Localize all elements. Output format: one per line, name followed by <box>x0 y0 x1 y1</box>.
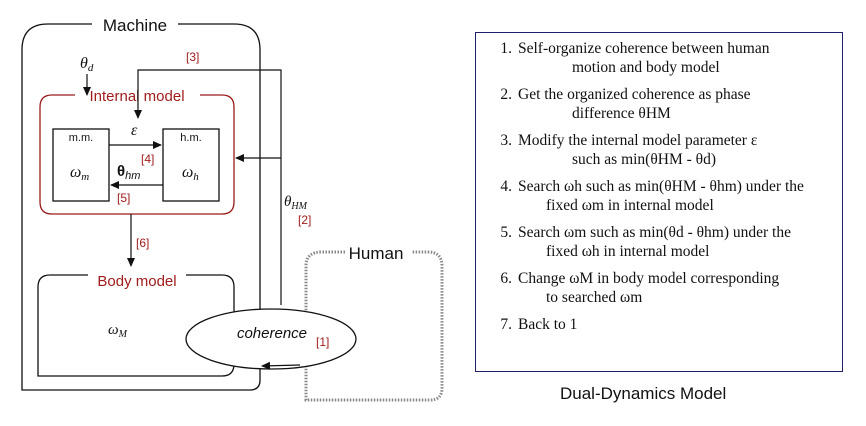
coherence-arrow <box>261 361 301 370</box>
hm-box <box>162 128 220 202</box>
theta-HM-label: θHM <box>284 194 308 212</box>
human-title: Human <box>349 244 404 263</box>
internal-model-box <box>39 94 235 215</box>
step-tag-4: [4] <box>141 152 154 166</box>
hm-label: h.m. <box>180 132 201 144</box>
step-tag-6: [6] <box>136 236 149 250</box>
feedback-path-3 <box>134 69 282 305</box>
step-tag-3: [3] <box>186 50 199 64</box>
figure-caption: Dual-Dynamics Model <box>560 384 727 403</box>
step-tag-1: [1] <box>316 335 329 349</box>
body-model-box <box>37 274 235 377</box>
epsilon-label: ε <box>131 122 138 139</box>
step-tag-2: [2] <box>298 213 311 227</box>
coherence-label: coherence <box>237 325 307 342</box>
theta-d-label: θd <box>80 55 94 74</box>
machine-title: Machine <box>103 16 167 35</box>
step-item: 4.Search ωh such as min(θHM - θhm) under… <box>500 178 804 214</box>
mm-box <box>52 128 110 202</box>
omega-M-label: ωM <box>108 322 128 340</box>
theta-hm-label: θhm <box>117 163 140 182</box>
machine-boundary <box>21 23 261 391</box>
step-item: 7.Back to 1 <box>500 316 578 333</box>
step-item: 5.Search ωm such as min(θd - θhm) under … <box>500 224 791 260</box>
mm-label: m.m. <box>69 132 93 144</box>
coherence-ellipse <box>185 308 357 370</box>
step-tag-5: [5] <box>117 191 130 205</box>
body-model-title: Body model <box>97 273 176 290</box>
internal-model-title: Internal model <box>89 88 184 105</box>
